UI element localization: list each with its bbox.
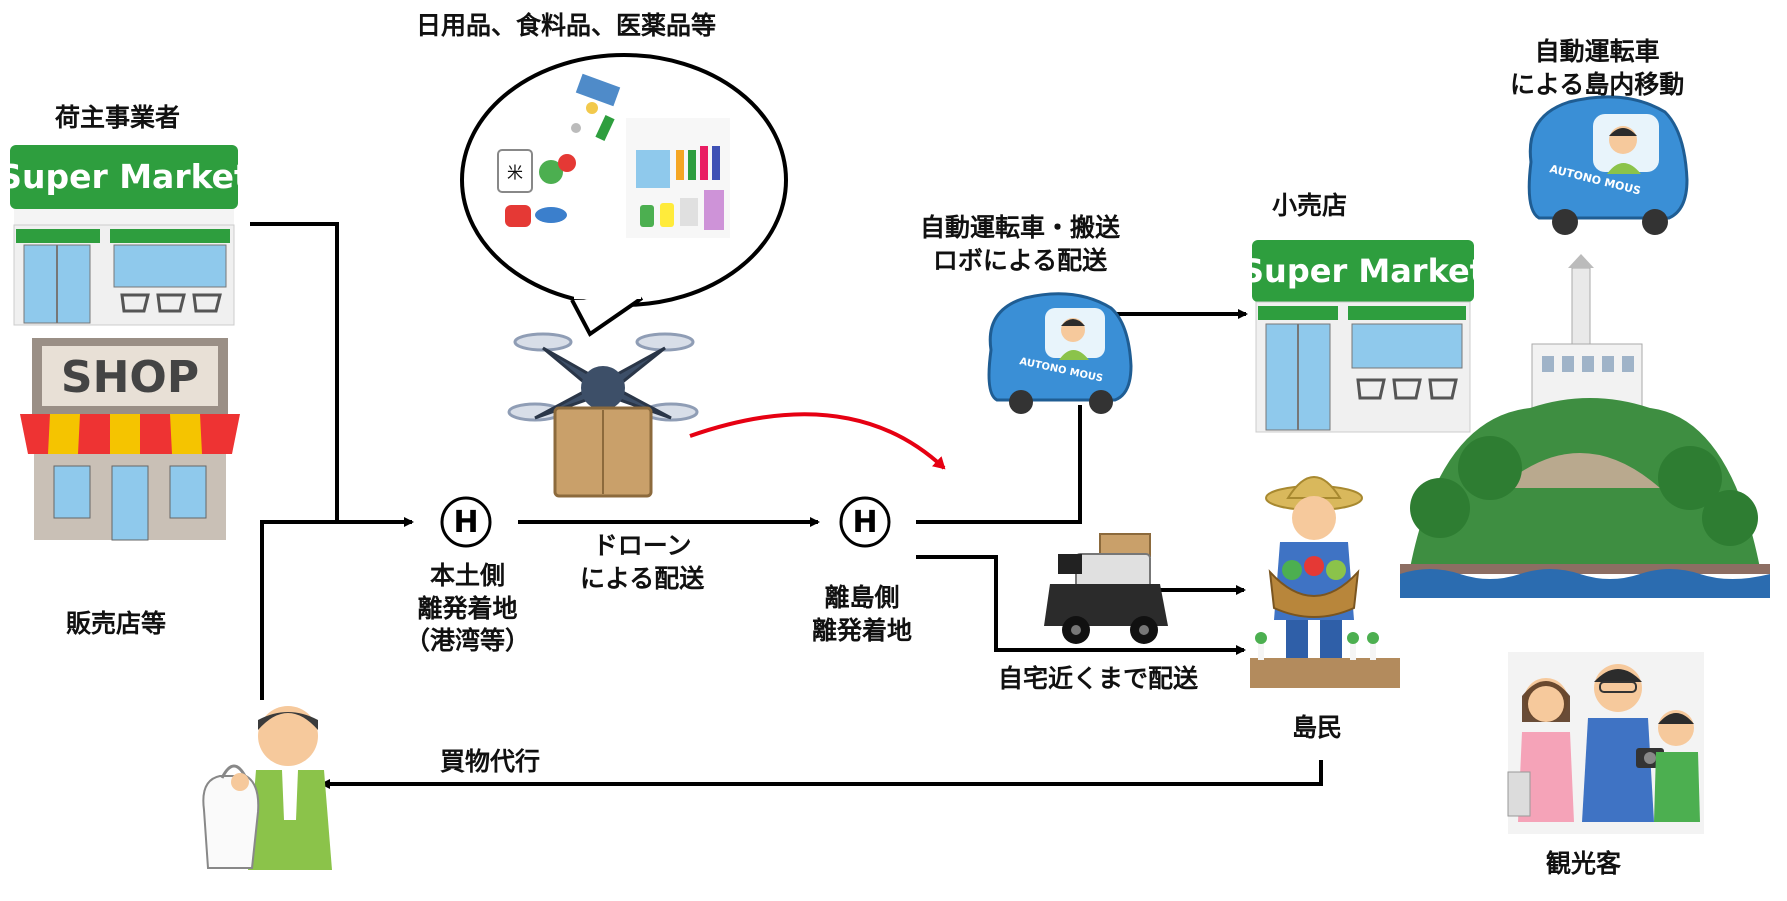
label-home-delivery: 自宅近くまで配送 [998,664,1199,693]
delivery-robot-illustration [1044,533,1168,644]
label-island-mobility: 自動運転車 による島内移動 [1510,36,1684,101]
label-island-mobility-line2: による島内移動 [1510,69,1685,99]
label-mainland-port-line2: 離発着地 [417,593,518,623]
label-retailers: 販売店等 [66,609,167,638]
goods-speech-bubble: 米 [460,53,788,337]
label-island-mobility-line1: 自動運転車 [1534,37,1660,66]
label-proxy-shopping: 買物代行 [440,747,541,776]
label-island-port-line2: 離発着地 [812,615,913,645]
svg-text:H: H [852,505,877,540]
proxy-shopper-illustration [202,706,332,870]
autonomous-car-illustration: AUTONO MOUS [987,292,1133,414]
heliport-island-icon: H [839,496,891,548]
island-illustration [1400,254,1770,598]
label-drone-delivery-line1: ドローン [592,531,692,560]
flow-shipper-to-port [250,222,414,527]
label-drone-delivery-line2: による配送 [580,563,705,593]
label-tourists: 観光客 [1546,849,1622,878]
label-robot-delivery-line2: ロボによる配送 [932,245,1108,275]
label-robot-delivery: 自動運転車・搬送 ロボによる配送 [920,212,1120,277]
label-island-port: 離島側 離発着地 [812,582,912,647]
label-robot-delivery-line1: 自動運転車・搬送 [920,213,1121,242]
label-goods: 日用品、食料品、医薬品等 [416,11,717,40]
shop-sign: SHOP [61,352,199,403]
label-retail-store: 小売店 [1272,191,1348,220]
islander-farmer-illustration [1250,476,1400,688]
tourists-illustration [1507,652,1704,834]
rice-bag-icon [497,149,533,193]
flow-proxy-to-port [260,520,337,700]
flow-lines [250,222,1323,789]
label-island-port-line1: 離島側 [824,583,900,612]
drone-flight-arrow [689,412,946,470]
retail-store-sign: Super Market [1241,252,1485,290]
label-drone-delivery: ドローン による配送 [580,530,704,595]
svg-text:米: 米 [507,163,523,182]
label-mainland-port-line3: （港湾等） [405,626,531,655]
supermarket-left-sign: Super Market [0,157,250,196]
drone-illustration [507,332,699,498]
heliport-mainland-icon: H [440,496,492,548]
label-mainland-port-line1: 本土側 [430,561,506,590]
flow-proxy-shopping [320,760,1323,789]
flow-island-to-car [916,405,1082,524]
retail-store-illustration: Super Market [1241,240,1485,433]
shop-illustration: SHOP [20,338,240,541]
autonomous-car-top-right-illustration: AUTONO MOUS [1527,95,1689,235]
supermarket-left-illustration: Super Market [0,145,250,326]
label-islanders: 島民 [1292,713,1343,742]
label-shipper: 荷主事業者 [55,103,181,132]
svg-text:H: H [453,505,478,540]
label-mainland-port: 本土側 離発着地 （港湾等） [405,560,530,658]
flow-home-delivery [916,555,1246,655]
